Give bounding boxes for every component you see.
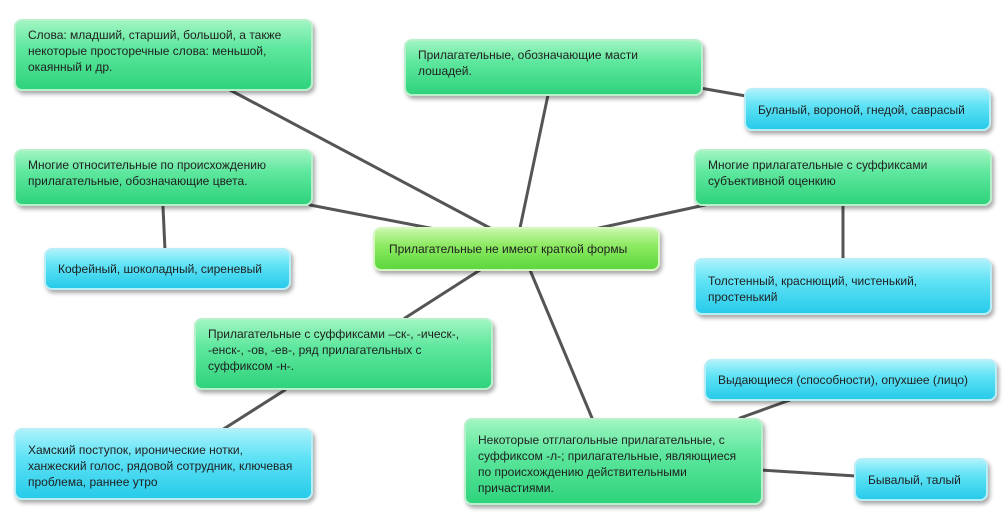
link-n2-n2a — [698, 86, 748, 98]
link-n3-n3a — [161, 205, 167, 252]
node-text: Толстенный, краснющий, чистенький, прост… — [708, 274, 918, 304]
node-short-form-words: Слова: младший, старший, большой, а такж… — [14, 19, 313, 91]
node-text: Выдающиеся (способности), опухшее (лицо) — [718, 373, 968, 387]
node-text: Бывалый, талый — [868, 472, 961, 487]
central-node-text: Прилагательные не имеют краткой формы — [389, 242, 628, 256]
link-center-n5 — [403, 268, 482, 320]
node-text: Слова: младший, старший, большой, а такж… — [28, 28, 282, 74]
link-n6-n6a — [738, 398, 792, 420]
node-color-examples: Кофейный, шоколадный, сиреневый — [44, 248, 291, 290]
central-node: Прилагательные не имеют краткой формы — [373, 227, 660, 271]
link-center-n2 — [518, 93, 550, 230]
link-center-n4 — [588, 203, 707, 232]
node-text: Некоторые отглагольные прилагательные, с… — [478, 433, 737, 495]
node-subjective-examples: Толстенный, краснющий, чистенький, прост… — [694, 258, 992, 315]
node-horse-colors: Прилагательные, обозначающие масти лошад… — [404, 39, 703, 96]
node-text: Прилагательные, обозначающие масти лошад… — [418, 48, 638, 78]
node-verbal-examples: Бывалый, талый — [854, 458, 988, 501]
node-verbal-adjectives: Некоторые отглагольные прилагательные, с… — [464, 418, 763, 505]
node-text: Многие относительные по происхождению пр… — [28, 158, 266, 188]
node-text: Хамский поступок, иронические нотки, хан… — [28, 443, 293, 489]
link-n5-n5a — [220, 388, 287, 432]
link-center-n1 — [228, 88, 492, 230]
node-color-adjectives: Многие относительные по происхождению пр… — [14, 149, 313, 206]
node-suffix-adjectives: Прилагательные с суффиксами –ск-, -ическ… — [194, 318, 493, 390]
node-horse-colors-examples: Буланый, вороной, гнедой, саврасый — [744, 88, 991, 131]
link-center-n6 — [528, 268, 594, 420]
node-suffix-examples: Хамский поступок, иронические нотки, хан… — [14, 428, 313, 500]
node-text: Кофейный, шоколадный, сиреневый — [58, 262, 262, 276]
node-subjective-suffixes: Многие прилагательные с суффиксами субъе… — [694, 149, 992, 206]
node-participle-examples: Выдающиеся (способности), опухшее (лицо) — [704, 359, 997, 401]
node-text: Прилагательные с суффиксами –ск-, -ическ… — [208, 327, 460, 373]
node-text: Многие прилагательные с суффиксами субъе… — [708, 158, 928, 188]
link-n6-n6b — [758, 468, 858, 478]
node-text: Буланый, вороной, гнедой, саврасый — [758, 102, 965, 117]
link-center-n3 — [308, 203, 442, 232]
